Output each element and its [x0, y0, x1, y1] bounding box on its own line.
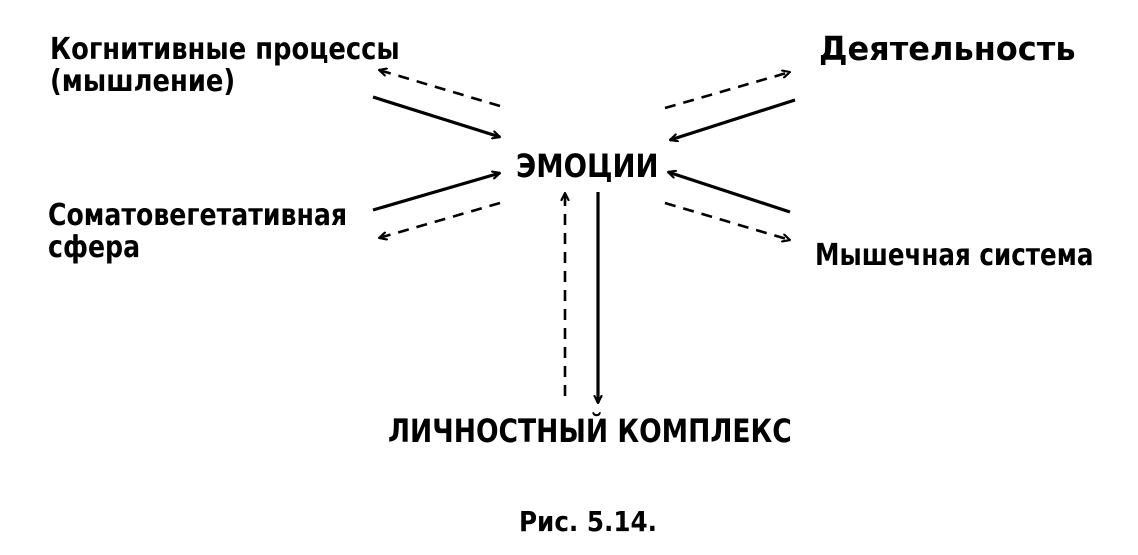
arrow-muscle-to-emotions: [668, 172, 791, 214]
node-cognitive-line-1: Когнитивные процессы: [50, 32, 400, 67]
node-personal-line-1: ЛИЧНОСТНЫЙ КОМПЛЕКС: [388, 412, 792, 450]
arrow-activity-to-emotions: [670, 98, 796, 140]
node-emotions-line-1: ЭМОЦИИ: [516, 147, 659, 185]
node-somatic-line-1: Соматовегетативная: [48, 198, 348, 233]
node-emotions: ЭМОЦИИ: [516, 147, 659, 185]
node-activity: Деятельность: [818, 29, 1076, 68]
arrow-emotions-to-cognitive: [379, 70, 501, 108]
arrow-emotions-to-muscle: [664, 201, 790, 240]
arrow-cognitive-to-emotions: [372, 95, 500, 137]
node-muscle-line-1: Мышечная система: [815, 238, 1094, 273]
node-personal-complex: ЛИЧНОСТНЫЙ КОМПЛЕКС: [388, 412, 792, 450]
node-cognitive-processes: Когнитивные процессы (мышление): [50, 34, 400, 97]
arrow-somatic-to-emotions: [372, 173, 500, 212]
figure-caption: Рис. 5.14.: [519, 505, 658, 538]
node-somatic-line-2: сфера: [48, 229, 141, 265]
node-somatovegetative-sphere: Соматовегетативная сфера: [48, 200, 347, 263]
node-activity-line-1: Деятельность: [818, 29, 1076, 68]
arrow-emotions-to-somatic: [379, 201, 501, 238]
arrow-emotions-to-activity: [664, 72, 790, 110]
node-cognitive-line-2: (мышление): [50, 63, 236, 99]
node-muscle-system: Мышечная система: [815, 240, 1093, 272]
